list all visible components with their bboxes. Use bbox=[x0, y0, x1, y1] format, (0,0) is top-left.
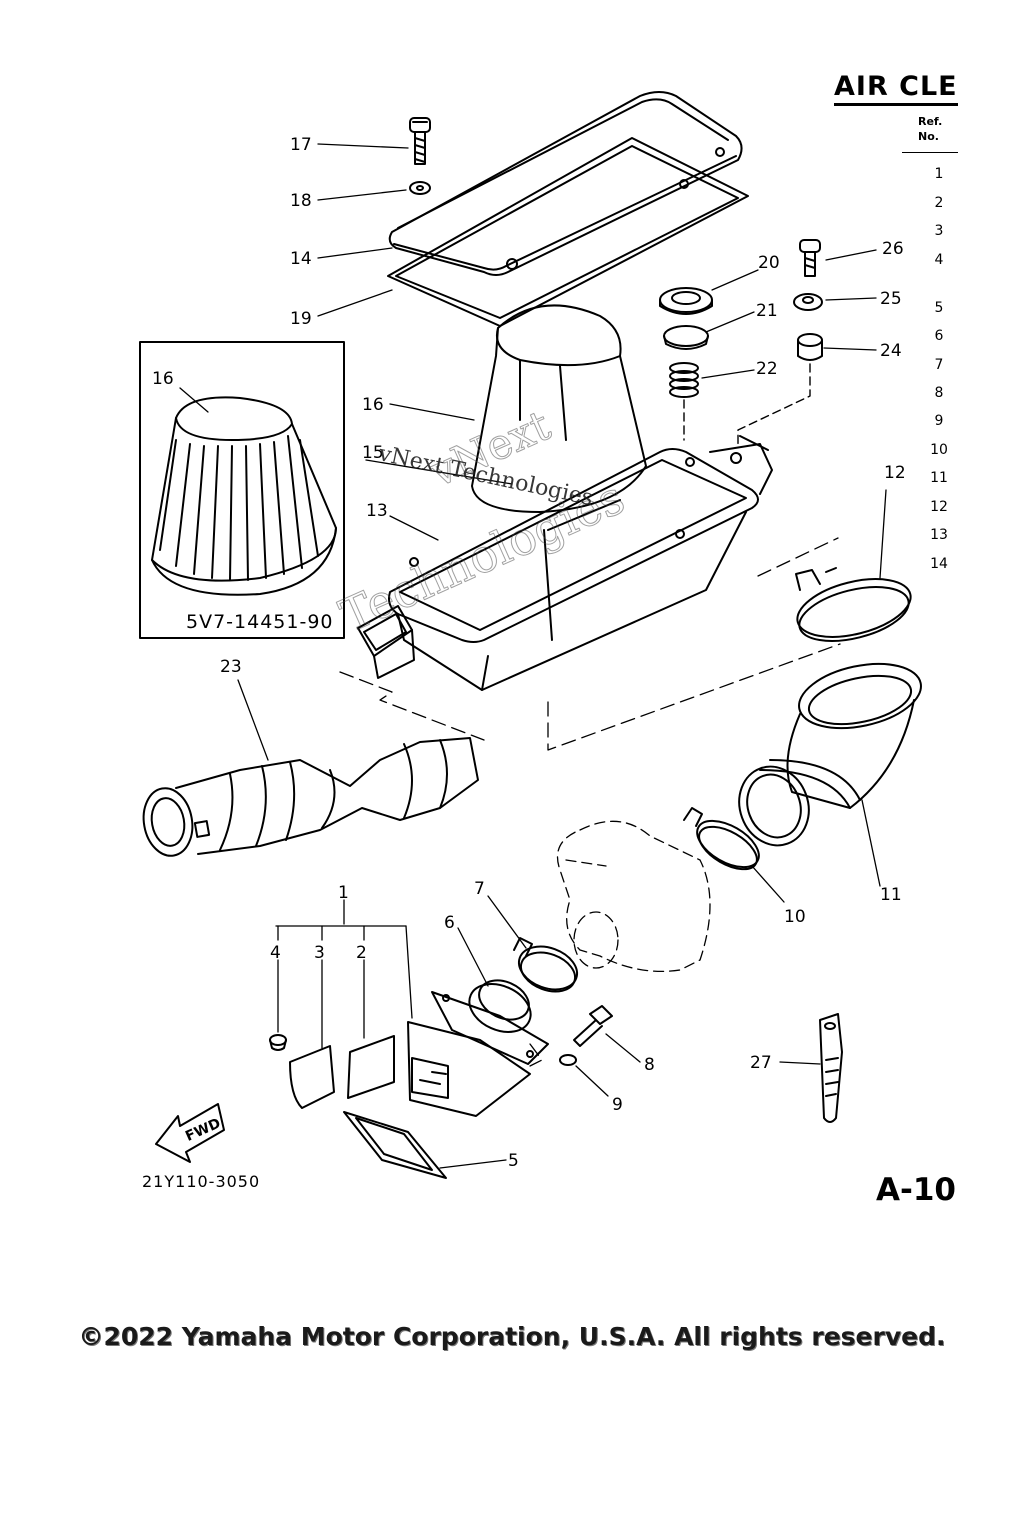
callout-25: 25 bbox=[880, 289, 902, 309]
figure-code: 21Y110-3050 bbox=[142, 1172, 261, 1191]
callout-5: 5 bbox=[508, 1151, 519, 1171]
callout-16-inset: 16 bbox=[152, 369, 174, 389]
callout-9: 9 bbox=[612, 1095, 623, 1115]
callout-8: 8 bbox=[644, 1055, 655, 1075]
callout-21: 21 bbox=[756, 301, 778, 321]
ref-number: 9 bbox=[934, 413, 944, 429]
callout-11: 11 bbox=[880, 885, 902, 905]
page-title: AIR CLE bbox=[834, 72, 958, 106]
page-label: A-10 bbox=[876, 1172, 956, 1208]
callout-24: 24 bbox=[880, 341, 902, 361]
callout-13: 13 bbox=[366, 501, 388, 521]
bolt-8 bbox=[573, 1005, 613, 1047]
callout-3: 3 bbox=[314, 943, 325, 963]
callout-15: 15 bbox=[362, 443, 384, 463]
callout-14: 14 bbox=[290, 249, 312, 269]
manifold-6 bbox=[431, 979, 549, 1065]
spring-22 bbox=[669, 362, 699, 398]
screw-17 bbox=[409, 117, 431, 165]
inset-box bbox=[139, 341, 345, 639]
callout-17: 17 bbox=[290, 135, 312, 155]
ref-no-header: Ref. No. bbox=[918, 115, 943, 143]
joint-11 bbox=[738, 662, 922, 847]
grommet-20 bbox=[659, 287, 713, 315]
alignment-lines bbox=[339, 537, 841, 1067]
ref-number: 5 bbox=[934, 300, 944, 316]
ref-number: 6 bbox=[934, 328, 944, 344]
ref-number: 1 bbox=[934, 166, 944, 182]
bolt-26 bbox=[799, 239, 821, 277]
stopper-2 bbox=[347, 1035, 395, 1099]
damper-24 bbox=[797, 333, 823, 361]
ref-number: 7 bbox=[934, 357, 944, 373]
callout-26: 26 bbox=[882, 239, 904, 259]
callout-4: 4 bbox=[270, 943, 281, 963]
ref-header-divider bbox=[902, 152, 958, 153]
reed-3 bbox=[289, 1045, 335, 1109]
band-12 bbox=[795, 567, 912, 642]
filter-element bbox=[471, 304, 647, 513]
gasket-5 bbox=[343, 1111, 447, 1179]
air-cleaner-cover bbox=[388, 91, 743, 276]
ref-number: 8 bbox=[934, 385, 944, 401]
callout-10: 10 bbox=[784, 907, 806, 927]
ref-number: 3 bbox=[934, 223, 944, 239]
air-cleaner-case bbox=[357, 435, 773, 691]
callout-7: 7 bbox=[474, 879, 485, 899]
copyright-notice: ©2022 Yamaha Motor Corporation, U.S.A. A… bbox=[78, 1322, 946, 1351]
callout-20: 20 bbox=[758, 253, 780, 273]
ref-number: 10 bbox=[930, 442, 948, 458]
ref-number: 14 bbox=[930, 556, 948, 572]
reed-valve-1 bbox=[407, 1021, 531, 1117]
callout-12: 12 bbox=[884, 463, 906, 483]
callout-22: 22 bbox=[756, 359, 778, 379]
ref-number: 2 bbox=[934, 195, 944, 211]
callout-18: 18 bbox=[290, 191, 312, 211]
washer-25 bbox=[793, 293, 823, 311]
callout-23: 23 bbox=[220, 657, 242, 677]
leader-lines bbox=[179, 143, 887, 1169]
clamp-7 bbox=[513, 937, 579, 993]
clamp-10 bbox=[683, 807, 760, 871]
cover-gasket bbox=[387, 137, 749, 327]
callout-6: 6 bbox=[444, 913, 455, 933]
ref-number: 13 bbox=[930, 527, 948, 543]
fwd-arrow: FWD bbox=[155, 1103, 225, 1163]
screw-4 bbox=[269, 1034, 287, 1051]
carburetor-phantom bbox=[556, 820, 711, 973]
watermark: vNext Technologies vNext Technologies bbox=[331, 400, 632, 644]
callout-19: 19 bbox=[290, 309, 312, 329]
inset-part-number: 5V7-14451-90 bbox=[186, 611, 334, 633]
callout-27: 27 bbox=[750, 1053, 772, 1073]
ref-number: 11 bbox=[930, 470, 948, 486]
ref-number: 4 bbox=[934, 252, 944, 268]
cap-21 bbox=[663, 325, 709, 350]
callout-16: 16 bbox=[362, 395, 384, 415]
callout-1: 1 bbox=[338, 883, 349, 903]
intake-duct-23 bbox=[142, 737, 479, 857]
ref-number: 12 bbox=[930, 499, 948, 515]
washer-9 bbox=[559, 1054, 577, 1066]
callouts: 17 18 14 19 20 21 22 26 25 24 16 16 15 1… bbox=[152, 135, 906, 1171]
callout-2: 2 bbox=[356, 943, 367, 963]
washer-18 bbox=[409, 181, 431, 195]
strap-27 bbox=[819, 1013, 843, 1123]
